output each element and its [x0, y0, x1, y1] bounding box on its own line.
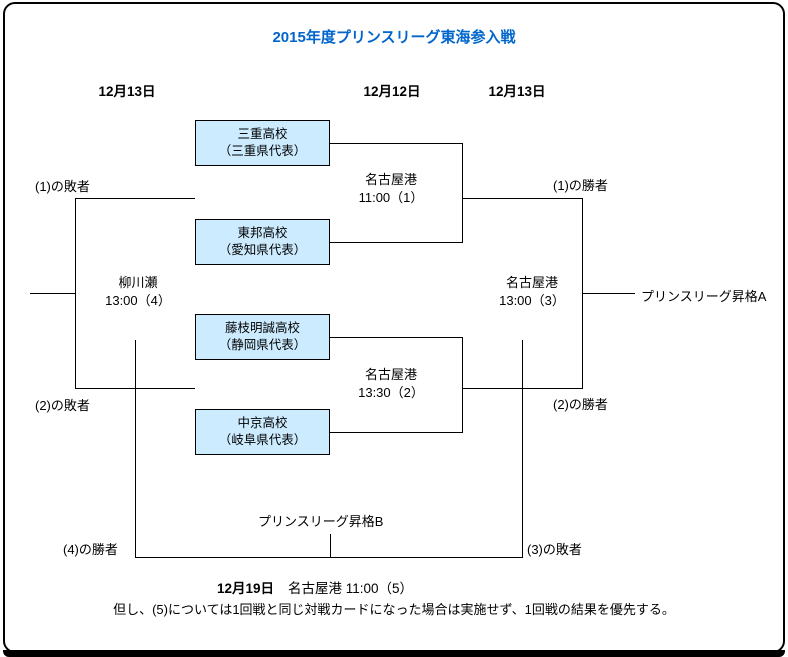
- match2-time: 13:30（2）: [358, 385, 424, 400]
- label-promotion-a: プリンスリーグ昇格A: [641, 289, 767, 304]
- label-loser3: (3)の敗者: [527, 542, 582, 557]
- team-region: （岐阜県代表）: [218, 433, 307, 447]
- final-match-detail: 名古屋港 11:00（5）: [288, 581, 414, 596]
- match3-time: 13:00（3）: [499, 293, 565, 308]
- match1-time: 11:00（1）: [358, 190, 424, 205]
- team-region: （愛知県代表）: [218, 243, 307, 257]
- bracket-line: [329, 242, 462, 243]
- match3-label: 名古屋港 13:00（3）: [473, 274, 591, 310]
- label-winner2: (2)の勝者: [553, 397, 608, 412]
- team-box-mie: 三重高校 （三重県代表）: [195, 120, 330, 166]
- team-box-chukyo: 中京高校 （岐阜県代表）: [195, 409, 330, 455]
- team-name: 三重高校: [237, 127, 288, 141]
- bracket-line: [522, 340, 523, 558]
- final-match-info: 12月19日名古屋港 11:00（5）: [95, 577, 535, 597]
- date-header-left: 12月13日: [98, 84, 156, 99]
- match2-label: 名古屋港 13:30（2）: [330, 366, 452, 402]
- bracket-line: [135, 557, 523, 558]
- label-loser2: (2)の敗者: [35, 398, 90, 413]
- team-region: （静岡県代表）: [218, 338, 307, 352]
- match4-venue: 柳川瀬: [118, 275, 158, 290]
- team-name: 中京高校: [237, 416, 288, 430]
- note-text: 但し、(5)については1回戦と同じ対戦カードになった場合は実施せず、1回戦の結果…: [113, 602, 675, 617]
- bracket-line: [329, 143, 462, 144]
- team-name: 藤枝明誠高校: [224, 321, 300, 335]
- match1-label: 名古屋港 11:00（1）: [330, 171, 452, 207]
- bracket-line: [75, 198, 195, 199]
- label-loser1: (1)の敗者: [35, 179, 90, 194]
- team-box-fujieda-meisei: 藤枝明誠高校 （静岡県代表）: [195, 314, 330, 360]
- team-name: 東邦高校: [237, 226, 288, 240]
- final-match-date: 12月19日: [216, 581, 274, 596]
- label-promotion-b: プリンスリーグ昇格B: [258, 514, 384, 529]
- label-winner4: (4)の勝者: [63, 542, 118, 557]
- match1-venue: 名古屋港: [364, 172, 417, 187]
- page-title: 2015年度プリンスリーグ東海参入戦: [272, 29, 516, 46]
- bracket-line: [30, 293, 75, 294]
- date-header-right: 12月13日: [488, 84, 546, 99]
- bracket-line: [330, 534, 331, 557]
- match3-venue: 名古屋港: [505, 275, 558, 290]
- bracket-line: [582, 293, 635, 294]
- bottom-edge-bar: [3, 650, 785, 657]
- team-box-toho: 東邦高校 （愛知県代表）: [195, 219, 330, 265]
- match2-venue: 名古屋港: [364, 367, 417, 382]
- team-region: （三重県代表）: [218, 144, 307, 158]
- date-header-center: 12月12日: [363, 84, 421, 99]
- bracket-line: [462, 337, 463, 433]
- bracket-line: [329, 432, 462, 433]
- match4-time: 13:00（4）: [105, 293, 171, 308]
- bracket-line: [462, 198, 582, 199]
- bracket-line: [462, 143, 463, 243]
- bracket-line: [75, 198, 76, 389]
- bracket-line: [329, 337, 462, 338]
- match4-label: 柳川瀬 13:00（4）: [82, 274, 194, 310]
- bracket-line: [135, 340, 136, 558]
- label-winner1: (1)の勝者: [553, 178, 608, 193]
